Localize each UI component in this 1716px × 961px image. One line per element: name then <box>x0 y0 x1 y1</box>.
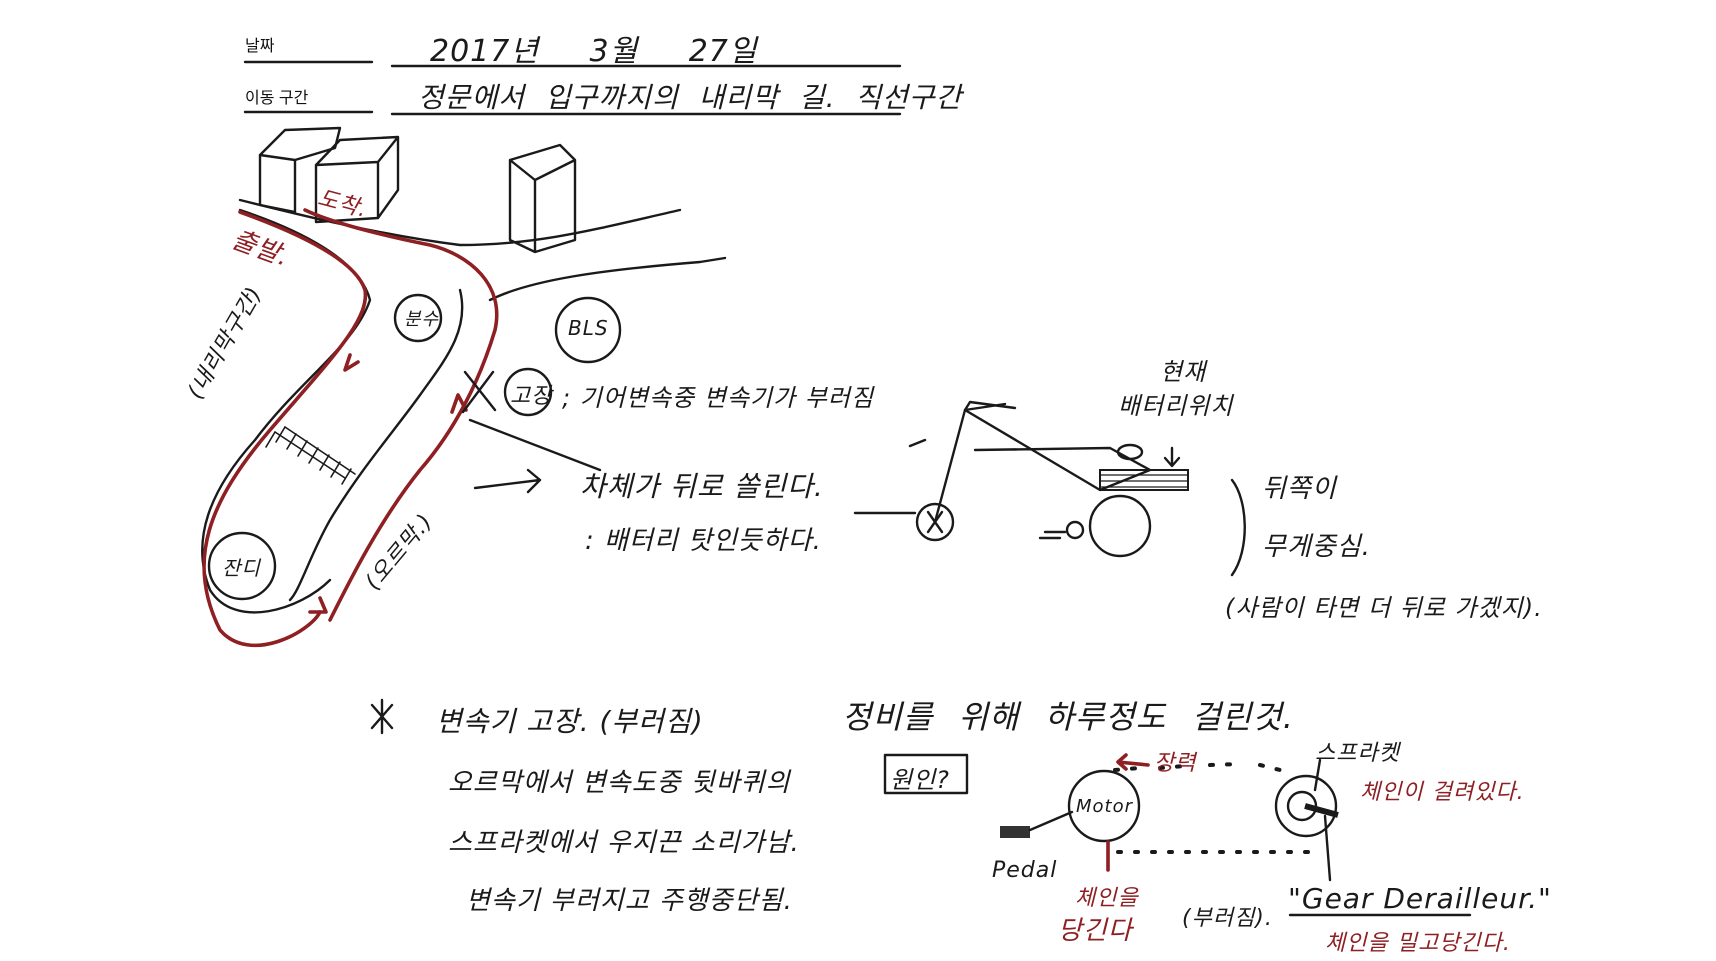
derailleur-arm <box>1304 803 1339 818</box>
chain-pull-line1: 체인을 <box>1075 886 1139 911</box>
battery-position: 배터리위치 <box>1118 392 1234 420</box>
motor-label: Motor <box>1076 796 1134 817</box>
failure-line3: 변속기 부러지고 주행중단됨. <box>466 886 793 916</box>
fault-circle <box>503 367 553 417</box>
center-line1: 뒤쪽이 <box>1262 474 1337 504</box>
fault-x-marker <box>461 370 497 414</box>
motor-circle <box>1067 769 1141 843</box>
waterfall-circle <box>393 293 443 343</box>
pedal-link <box>1028 810 1074 832</box>
cause-box <box>883 753 969 795</box>
arrow-return <box>308 596 328 614</box>
road-upper <box>238 198 682 247</box>
chain-push-label: 체인을 밀고당긴다. <box>1325 931 1511 956</box>
tension-arrow <box>1116 753 1150 771</box>
date-label: 날짜 <box>245 38 275 55</box>
derailleur-label: "Gear Derailleur." <box>1288 882 1552 915</box>
bldg-label: BLS <box>568 316 609 340</box>
lawn-circle <box>207 531 277 601</box>
road-inner-edge <box>288 288 464 602</box>
cause-label: 원인? <box>890 766 950 794</box>
sprocket-pointer <box>1313 758 1322 792</box>
effect-arrow <box>473 468 542 494</box>
fault-label: 고장 <box>510 384 553 409</box>
center-line2: 무게중심. <box>1262 532 1371 562</box>
failure-title: 변속기 고장. (부러짐) <box>436 705 704 738</box>
chain-caught-label: 체인이 걸려있다. <box>1360 780 1525 805</box>
failure-line2: 스프라켓에서 우지끈 소리가남. <box>448 828 800 858</box>
effect-line1: 차체가 뒤로 쏠린다. <box>580 470 824 503</box>
lawn-label: 잔디 <box>222 556 261 580</box>
repair-title: 정비를 위해 하루정도 걸린것. <box>842 698 1294 736</box>
arrow-start <box>343 353 360 372</box>
bldg-circle <box>554 296 622 364</box>
pedal-block <box>1000 826 1030 838</box>
route-label: 이동 구간 <box>245 90 309 107</box>
failure-line1: 오르막에서 변속도중 뒷바퀴의 <box>448 768 791 798</box>
route-path <box>202 210 368 648</box>
failure-star <box>370 698 394 735</box>
derailleur-underline <box>1288 814 1472 917</box>
crosswalk <box>265 426 356 485</box>
battery-title: 현재 <box>1160 358 1207 386</box>
building-left <box>258 126 400 224</box>
effect-line2: : 배터리 탓인듯하다. <box>585 526 822 556</box>
sprocket-label: 스프라켓 <box>1315 741 1400 766</box>
chain-pull-line2: 당긴다 <box>1058 916 1133 946</box>
route-value: 정문에서 입구까지의 내리막 길. 직선구간 <box>418 81 963 114</box>
pedal-label: Pedal <box>992 858 1058 883</box>
fault-description: ; 기어변속중 변속기가 부러짐 <box>562 384 874 412</box>
arrow-up <box>450 393 468 414</box>
bicycle-sketch <box>853 400 1189 558</box>
broken-label: (부러짐). <box>1182 906 1273 931</box>
road-diag <box>468 418 602 472</box>
tension-label: 장력 <box>1154 751 1197 776</box>
route-return <box>303 208 499 622</box>
waterfall-label: 분수 <box>404 309 440 330</box>
date-value: 2017년 3월 27일 <box>430 34 758 69</box>
sprocket-circle <box>1274 774 1338 838</box>
road-right <box>488 256 727 302</box>
center-bracket <box>1230 478 1246 577</box>
center-note: (사람이 타면 더 뒤로 가겠지). <box>1225 594 1543 622</box>
